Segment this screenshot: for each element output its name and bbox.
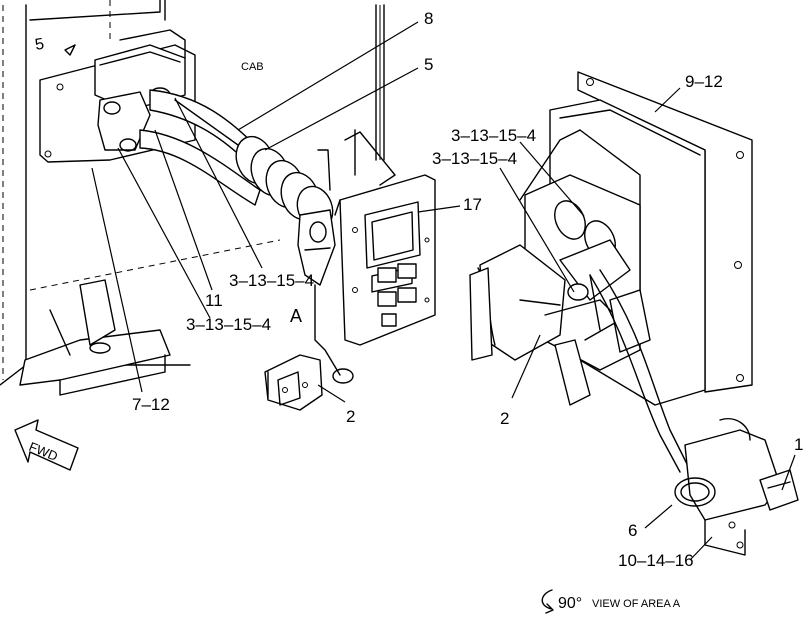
view-a-marker: A bbox=[290, 306, 302, 326]
cab-view: 5 bbox=[0, 0, 436, 471]
fwd-arrow: FWD bbox=[14, 419, 79, 471]
callout-9-12: 9–12 bbox=[685, 72, 723, 91]
cab-mark-glyph: 5 bbox=[34, 36, 46, 54]
callout-11: 11 bbox=[205, 291, 223, 310]
callout-8: 8 bbox=[424, 9, 433, 28]
conduit-bellows bbox=[235, 135, 334, 231]
callout-3-13-15-4-left-lower: 3–13–15–4 bbox=[186, 315, 271, 334]
cab-label: CAB bbox=[241, 61, 264, 73]
callout-2-right: 2 bbox=[500, 409, 509, 428]
view-caption-text: VIEW OF AREA A bbox=[592, 598, 681, 610]
labels: CAB A 8 5 17 3–13–15–4 11 3–13–15–4 7–12… bbox=[132, 9, 803, 570]
callout-2-left: 2 bbox=[346, 407, 355, 426]
rotate-arrow-icon bbox=[541, 589, 554, 614]
callout-3-13-15-4-left-upper: 3–13–15–4 bbox=[229, 271, 314, 290]
callout-6: 6 bbox=[628, 521, 637, 540]
ground-clamp-left bbox=[264, 354, 323, 411]
rotation-angle: 90° bbox=[558, 595, 582, 612]
callout-17: 17 bbox=[463, 195, 482, 214]
enclosure-plate bbox=[577, 71, 753, 393]
ground-clamp-right bbox=[684, 429, 781, 521]
area-a-view bbox=[469, 71, 799, 556]
leader-lines bbox=[91, 21, 796, 561]
callout-1: 1 bbox=[794, 435, 803, 454]
callout-5: 5 bbox=[424, 55, 433, 74]
floor-bracket bbox=[19, 329, 171, 386]
callout-7-12: 7–12 bbox=[132, 395, 170, 414]
callout-3-13-15-4-right-lower: 3–13–15–4 bbox=[432, 149, 517, 168]
view-caption: 90° VIEW OF AREA A bbox=[541, 589, 681, 614]
callout-10-14-16: 10–14–16 bbox=[618, 551, 694, 570]
callout-3-13-15-4-right-upper: 3–13–15–4 bbox=[451, 126, 536, 145]
